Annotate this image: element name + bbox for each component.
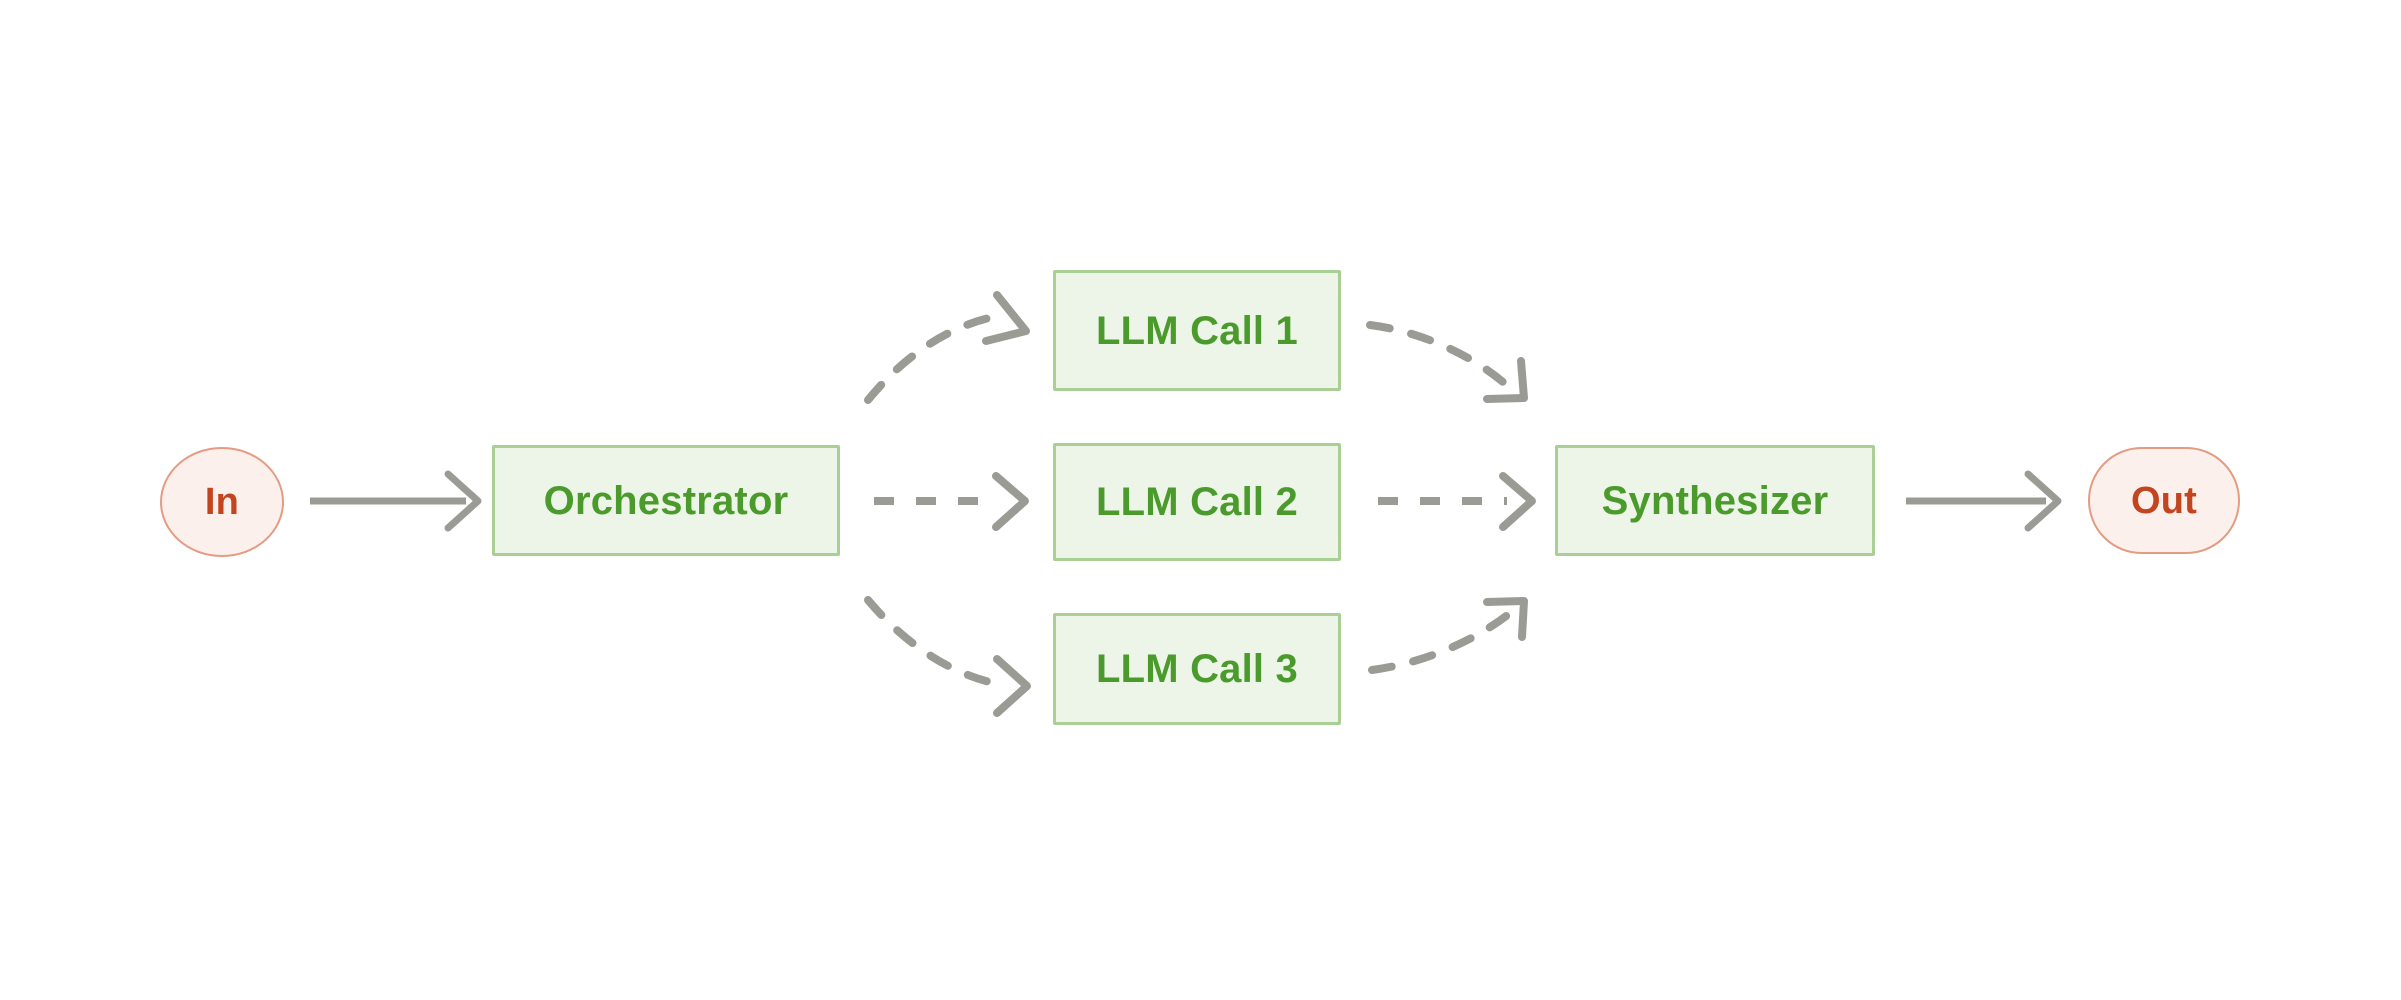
edge-llm2-to-synthesizer: [1378, 472, 1536, 531]
node-llm-call-3[interactable]: LLM Call 3: [1053, 613, 1341, 725]
node-synthesizer-label: Synthesizer: [1601, 478, 1829, 523]
node-input[interactable]: In: [160, 447, 284, 557]
node-input-label: In: [204, 481, 240, 523]
node-llm-call-1-label: LLM Call 1: [1095, 308, 1299, 353]
edge-llm3-to-synthesizer: [1368, 597, 1528, 674]
edge-orchestrator-to-llm1: [864, 291, 1030, 404]
edge-orchestrator-to-llm2: [874, 472, 1029, 531]
edge-synthesizer-to-out: [1906, 470, 2062, 532]
node-llm-call-1[interactable]: LLM Call 1: [1053, 270, 1341, 391]
node-llm-call-2-label: LLM Call 2: [1095, 480, 1299, 524]
node-synthesizer[interactable]: Synthesizer: [1555, 445, 1875, 556]
node-llm-call-2[interactable]: LLM Call 2: [1053, 443, 1341, 561]
node-orchestrator[interactable]: Orchestrator: [492, 445, 840, 556]
edge-in-to-orchestrator: [310, 470, 482, 532]
node-output[interactable]: Out: [2088, 447, 2240, 554]
node-orchestrator-label: Orchestrator: [543, 478, 789, 523]
edge-orchestrator-to-llm3: [864, 596, 1031, 717]
node-output-label: Out: [2130, 479, 2198, 522]
edge-llm1-to-synthesizer: [1366, 321, 1528, 403]
node-llm-call-3-label: LLM Call 3: [1095, 647, 1299, 691]
